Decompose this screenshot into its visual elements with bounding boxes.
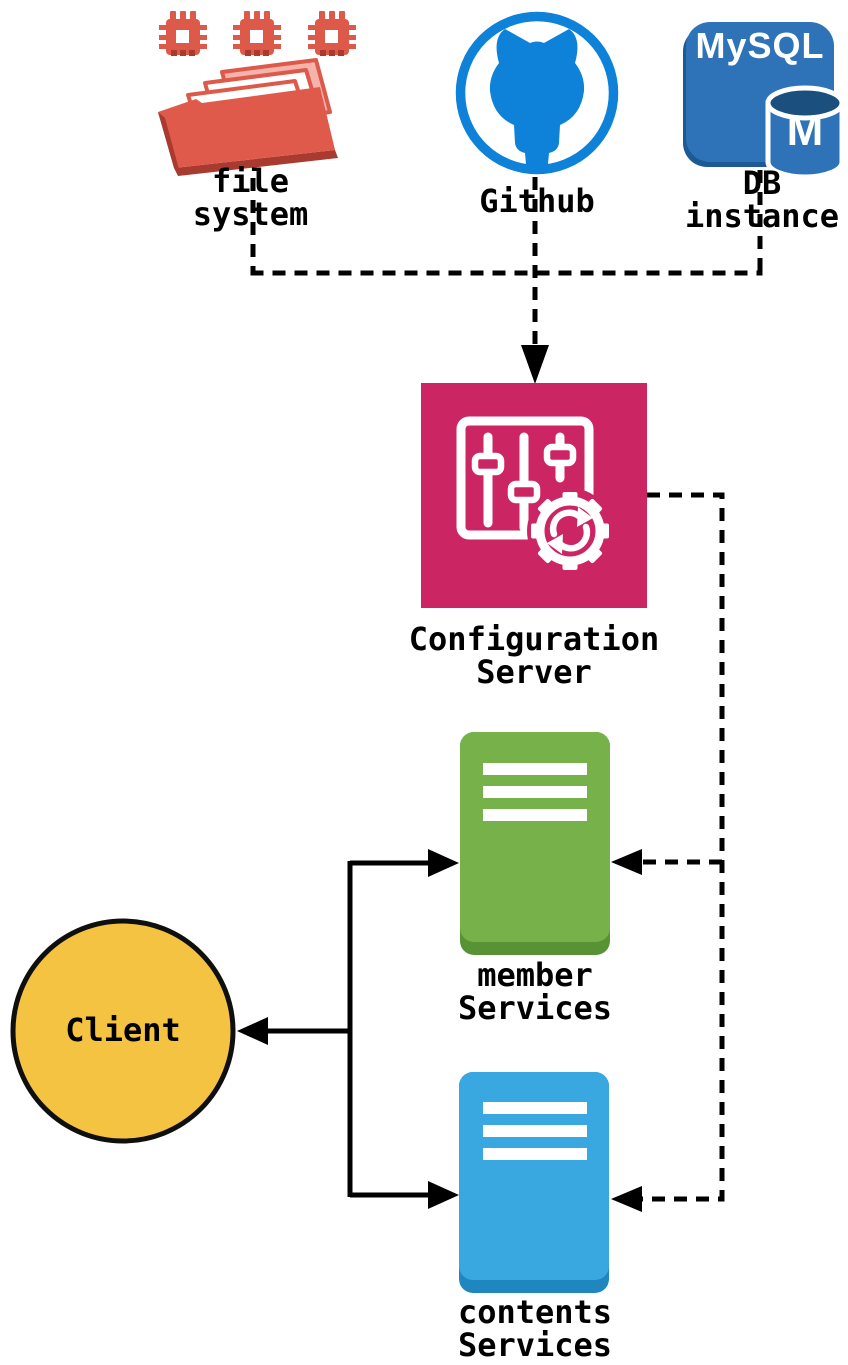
mysql-db-letter: M (786, 106, 824, 155)
gear-sync-icon (531, 492, 609, 570)
configuration-server-box (421, 383, 647, 608)
connector-client-to-services (266, 860, 430, 1198)
configuration-server-label: Configuration Server (408, 620, 660, 691)
mysql-icon (683, 22, 845, 180)
server-slots-icon (483, 763, 587, 821)
client-circle (10, 918, 236, 1144)
contents-services-label: contents Services (457, 1293, 613, 1364)
connector-sources-to-config (250, 170, 763, 344)
contents-services-box (459, 1072, 609, 1293)
connector-config-to-services (642, 492, 725, 1202)
arrowheads (237, 345, 642, 1212)
database-cylinder-icon (765, 85, 845, 180)
arrowhead-into-config (521, 345, 549, 384)
github-icon (455, 11, 619, 175)
chip-icon (308, 11, 356, 56)
chip-icon (159, 11, 207, 56)
octocat-silhouette (489, 29, 585, 170)
client-label: Client (65, 1011, 181, 1049)
chip-icons (159, 11, 356, 56)
mysql-logo-text: MySQL (695, 25, 825, 66)
sync-arrows (547, 507, 593, 554)
chip-icon (233, 11, 281, 56)
arrowhead-into-contents-right (611, 1186, 642, 1212)
arrowhead-into-contents-left (428, 1181, 459, 1209)
file-system-label: file system (192, 162, 309, 233)
github-label: Github (479, 182, 595, 220)
arrowhead-into-member-left (428, 849, 459, 877)
member-services-box (460, 732, 610, 955)
arrowhead-into-client (237, 1017, 268, 1045)
member-services-label: member Services (457, 956, 613, 1027)
arrowhead-into-member-right (611, 849, 642, 875)
folder-icon (158, 58, 338, 176)
db-instance-label: DB instance (684, 164, 840, 235)
sliders-icon (456, 416, 594, 540)
server-slots-icon (483, 1102, 587, 1160)
